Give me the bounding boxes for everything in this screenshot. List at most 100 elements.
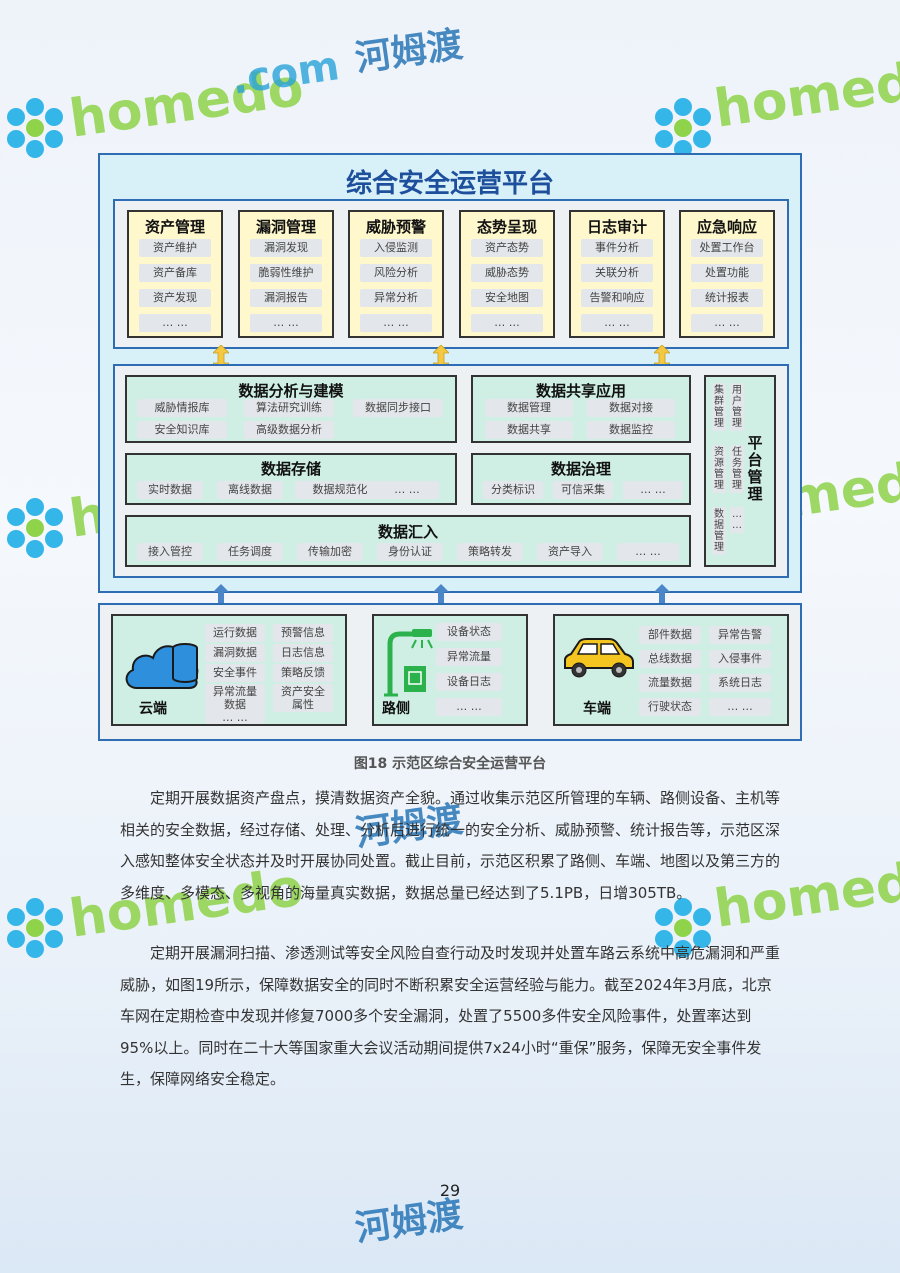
module-log-audit: 日志审计 事件分析 关联分析 告警和响应 … … (569, 210, 665, 338)
watermark-brand: homedo (710, 47, 900, 140)
module-item: 威胁态势 (471, 264, 543, 282)
box-item: 可信采集 (553, 481, 613, 499)
box-item: 数据规范化 (295, 481, 385, 499)
box-item: 任务调度 (217, 543, 283, 561)
box-item: 用户管理 (730, 383, 744, 431)
module-item: 关联分析 (581, 264, 653, 282)
box-item: … … (623, 481, 683, 499)
module-title: 威胁预警 (365, 218, 426, 236)
endpoint-item: 部件数据 (639, 626, 701, 644)
module-item: 资产备库 (139, 264, 211, 282)
module-item: 处置工作台 (691, 239, 763, 257)
box-item: 实时数据 (137, 481, 203, 499)
box-title: 数据治理 (550, 460, 611, 478)
endpoint-item: 异常流量 (436, 648, 502, 666)
vehicle-endpoint-box: 车端 部件数据 异常告警 总线数据 入侵事件 流量数据 系统日志 行驶状态 … … (553, 614, 789, 726)
box-title: 数据存储 (260, 460, 321, 478)
flower-logo-icon (7, 498, 63, 558)
box-item: 数据同步接口 (353, 399, 443, 417)
body-paragraph: 定期开展数据资产盘点，摸清数据资产全貌。通过收集示范区所管理的车辆、路侧设备、主… (120, 789, 781, 902)
endpoint-item: 设备日志 (436, 673, 502, 691)
box-item: 策略转发 (457, 543, 523, 561)
platform-management-title: 平台管理 (747, 434, 763, 503)
module-item: 资产态势 (471, 239, 543, 257)
diagram-title: 综合安全运营平台 (345, 169, 554, 199)
flower-logo-icon (655, 898, 711, 958)
box-item: 接入管控 (137, 543, 203, 561)
box-item: … … (730, 507, 744, 533)
module-emergency-response: 应急响应 处置工作台 处置功能 统计报表 … … (679, 210, 775, 338)
endpoint-item: 系统日志 (709, 674, 771, 692)
box-item: 资源管理 (712, 445, 726, 493)
box-item: … … (617, 543, 679, 561)
watermark-brand: homedo (65, 57, 308, 150)
roadside-endpoint-box: 路侧 设备状态 异常流量 设备日志 … … (372, 614, 528, 726)
module-item: … … (691, 314, 763, 332)
module-situation-display: 态势呈现 资产态势 威胁态势 安全地图 … … (459, 210, 555, 338)
module-item: 风险分析 (360, 264, 432, 282)
endpoint-item: 资产安全属性 (273, 684, 333, 712)
endpoint-item: 行驶状态 (639, 698, 701, 716)
box-item: 数据共享 (485, 421, 573, 439)
endpoint-item: … … (709, 698, 771, 716)
figure-caption: 图18 示范区综合安全运营平台 (353, 756, 547, 772)
module-vulnerability-management: 漏洞管理 漏洞发现 脆弱性维护 漏洞报告 … … (238, 210, 334, 338)
module-item: 资产发现 (139, 289, 211, 307)
box-item: 资产导入 (537, 543, 603, 561)
endpoint-item: 日志信息 (273, 644, 333, 662)
box-item: 传输加密 (297, 543, 363, 561)
module-item: … … (471, 314, 543, 332)
box-item: 数据管理 (485, 399, 573, 417)
endpoint-item: 入侵事件 (709, 650, 771, 668)
flower-logo-icon (7, 898, 63, 958)
module-item: 漏洞发现 (250, 239, 322, 257)
data-sharing-box: 数据共享应用 数据管理 数据对接 数据共享 数据监控 (471, 375, 691, 443)
module-asset-management: 资产管理 资产维护 资产备库 资产发现 … … (127, 210, 223, 338)
module-item: … … (581, 314, 653, 332)
module-item: … … (139, 314, 211, 332)
data-analysis-box: 数据分析与建模 威胁情报库 算法研究训练 数据同步接口 安全知识库 高级数据分析 (125, 375, 457, 443)
box-item: 威胁情报库 (137, 399, 227, 417)
endpoint-item: 安全事件 (205, 664, 265, 682)
platform-management-box: 平台管理 集群管理 用户管理 资源管理 任务管理 数据管理 … … (704, 375, 776, 567)
cloud-endpoint-box: 云端 运行数据 预警信息 漏洞数据 日志信息 安全事件 策略反馈 异常流量数据 … (111, 614, 347, 726)
module-title: 态势呈现 (476, 218, 537, 236)
flower-logo-icon (655, 98, 711, 158)
endpoint-item: 异常流量数据 (205, 684, 265, 712)
module-title: 漏洞管理 (255, 218, 316, 236)
endpoint-item: 运行数据 (205, 624, 265, 642)
module-item: 统计报表 (691, 289, 763, 307)
box-title: 数据汇入 (377, 523, 438, 541)
page-number: 29 (439, 1181, 461, 1200)
endpoint-item: 流量数据 (639, 674, 701, 692)
module-item: 异常分析 (360, 289, 432, 307)
flower-logo-icon (7, 98, 63, 158)
endpoint-label: 路侧 (382, 701, 410, 717)
module-threat-warning: 威胁预警 入侵监测 风险分析 异常分析 … … (348, 210, 444, 338)
module-item: 事件分析 (581, 239, 653, 257)
modules-panel (113, 199, 789, 349)
box-item: 离线数据 (217, 481, 283, 499)
endpoint-item: 设备状态 (436, 623, 502, 641)
module-item: 安全地图 (471, 289, 543, 307)
box-item: 数据对接 (587, 399, 675, 417)
endpoint-item: … … (205, 712, 265, 724)
box-item: 分类标识 (483, 481, 543, 499)
box-item: 任务管理 (730, 445, 744, 493)
data-governance-box: 数据治理 分类标识 可信采集 … … (471, 453, 691, 505)
module-item: 告警和响应 (581, 289, 653, 307)
module-title: 资产管理 (144, 218, 205, 236)
box-title: 数据分析与建模 (238, 382, 344, 400)
cloud-database-icon (125, 643, 199, 689)
body-paragraph: 定期开展漏洞扫描、渗透测试等安全风险自查行动及时发现并处置车路云系统中高危漏洞和… (120, 944, 781, 1088)
endpoint-item: … … (436, 698, 502, 716)
endpoint-label: 云端 (139, 701, 167, 717)
endpoint-item: 策略反馈 (273, 664, 333, 682)
module-title: 日志审计 (586, 218, 647, 236)
box-item: 身份认证 (377, 543, 443, 561)
module-item: 资产维护 (139, 239, 211, 257)
endpoint-label: 车端 (583, 701, 611, 717)
module-item: … … (360, 314, 432, 332)
module-item: 入侵监测 (360, 239, 432, 257)
box-item: 安全知识库 (137, 421, 227, 439)
